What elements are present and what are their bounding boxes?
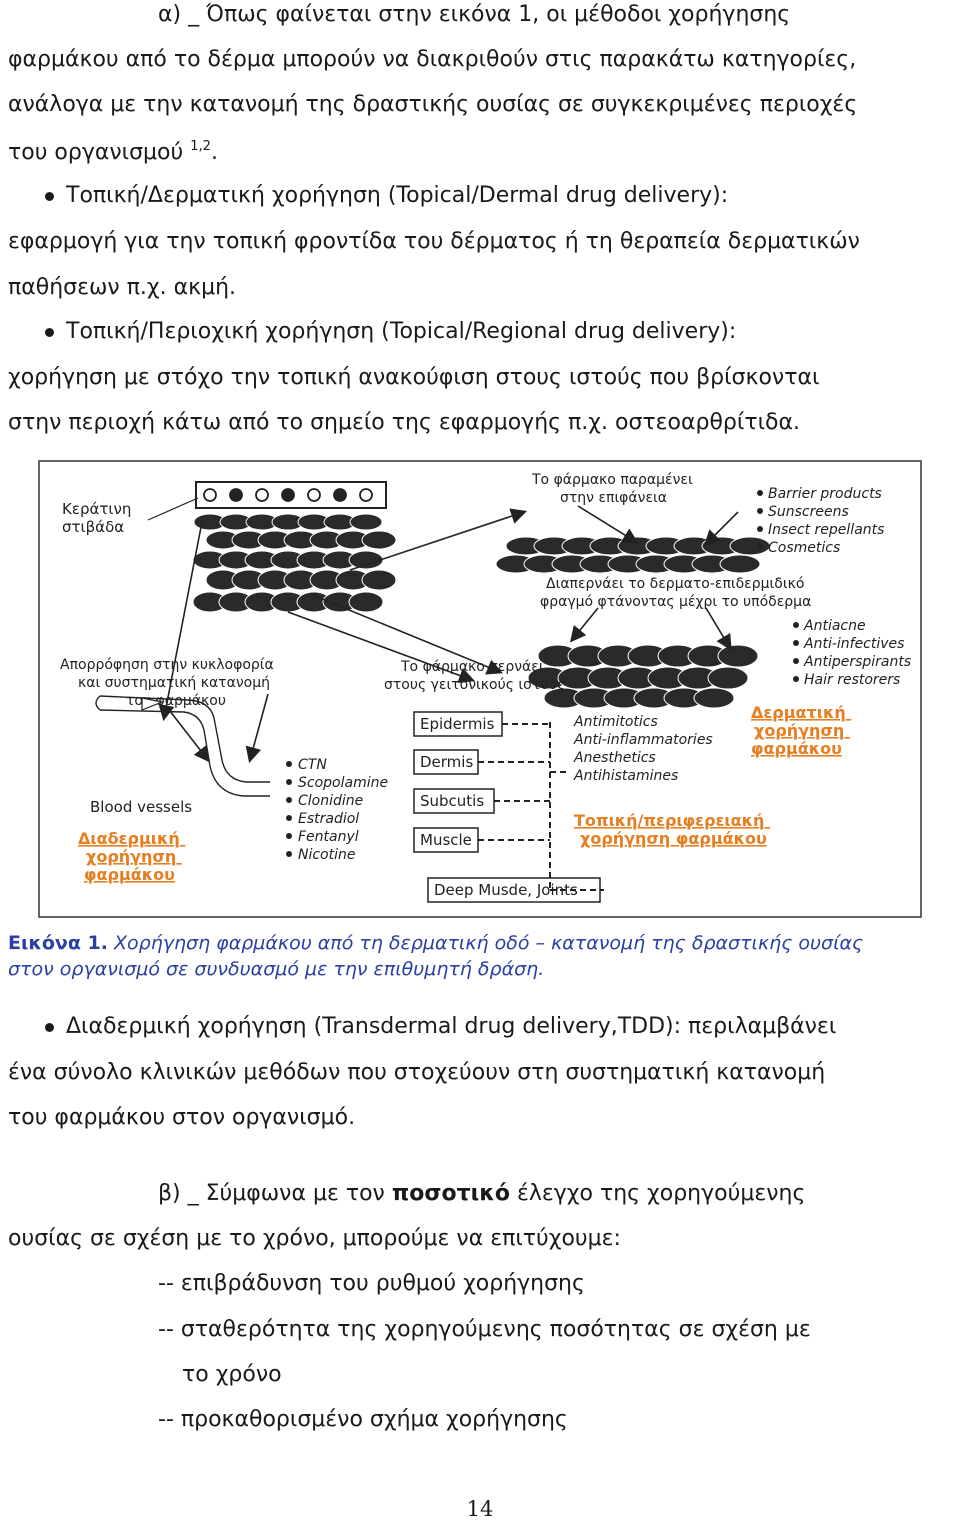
drug-particle (307, 488, 321, 502)
drug-particle (333, 488, 347, 502)
para-a-line3: ανάλογα με την κατανομή της δραστικής ου… (8, 92, 858, 117)
layer-deep-muscle: Deep Musde, Joints (427, 877, 601, 903)
surface-label: Το φάρμακο παραμένει στην επιφάνεια (531, 472, 697, 506)
stratum-label: Κεράτινη στιβάδα (62, 500, 136, 536)
dashed-connectors (478, 722, 604, 891)
bullet3-line2: ένα σύνολο κλινικών μεθόδων που στοχεύου… (8, 1060, 826, 1085)
bullet-markers-dermal (793, 622, 799, 682)
para-b-item2: -- σταθερότητα της χορηγούμενης ποσότητα… (158, 1317, 811, 1342)
bullet2-line1: Τοπική/Περιοχική χορήγηση (Topical/Regio… (66, 319, 737, 344)
figure-caption-label: Εικόνα 1. (8, 932, 108, 954)
regional-title: Τοπική/περιφερειακή χορήγηση φαρμάκου (574, 811, 770, 848)
para-b-item2-cont: το χρόνο (182, 1362, 282, 1387)
bullet1-line3: παθήσεων π.χ. ακμή. (8, 275, 237, 300)
layer-muscle: Muscle (413, 827, 479, 853)
dermal-title: Δερματική χορήγηση φαρμάκου (751, 703, 851, 758)
svg-text:Subcutis: Subcutis (420, 792, 484, 810)
para-b-intro: β) _ Σύμφωνα με τον (158, 1181, 385, 1206)
surface-products: Barrier products Sunscreens Insect repel… (768, 486, 889, 556)
para-b-line1: β) _ Σύμφωνα με τον ποσοτικό έλεγχο της … (158, 1183, 805, 1205)
layer-subcutis: Subcutis (413, 788, 495, 814)
para-a-line4-end: . (210, 140, 218, 165)
drug-particles (203, 488, 373, 502)
flow-arrows (158, 505, 739, 764)
systemic-products: CTN Scopolamine Clonidine Estradiol Fent… (298, 757, 393, 863)
para-b-bold: ποσοτικό (391, 1181, 510, 1206)
figure-caption-line2: στον οργανισμό σε συνδυασμό με την επιθυ… (8, 958, 545, 980)
para-b-line2: ουσίας σε σχέση με το χρόνο, μπορούμε να… (8, 1226, 621, 1251)
para-a-line4: του οργανισμού 1,2. (8, 140, 218, 164)
drug-particle (203, 488, 217, 502)
para-b-rest: έλεγχο της χορηγούμενης (516, 1181, 806, 1206)
skin-cell (361, 569, 397, 591)
skin-cell (361, 530, 397, 550)
svg-text:Muscle: Muscle (420, 831, 472, 849)
skin-cell (348, 550, 384, 570)
para-a-line1: α) _ Όπως φαίνεται στην εικόνα 1, οι μέθ… (158, 2, 791, 27)
neighbor-label: Το φάρμακο περνάει στους γειτονικούς ιστ… (384, 659, 565, 693)
skin-cell (349, 513, 383, 531)
layer-dermis: Dermis (413, 749, 479, 775)
bullet3-line1: Διαδερμική χορήγηση (Transdermal drug de… (66, 1014, 837, 1039)
drug-particle (255, 488, 269, 502)
bullet-dot (45, 1023, 54, 1032)
figure-caption-line1: Εικόνα 1. Χορήγηση φαρμάκου από τη δερμα… (8, 934, 863, 953)
page-number: 14 (466, 1497, 494, 1521)
skin-cell (693, 687, 735, 709)
skin-cell-layers (192, 513, 397, 613)
skin-drug-delivery-figure: Κεράτινη στιβάδα Το φάρμακο παραμένει στ… (38, 460, 922, 918)
bullet3-line3: του φαρμάκου στον οργανισμό. (8, 1105, 356, 1130)
para-a-line4-text: του οργανισμού (8, 140, 184, 165)
svg-text:Deep Musde, Joints: Deep Musde, Joints (434, 881, 578, 899)
penetrate-label: Διαπερνάει το δερματο-επιδερμιδικό φραγμ… (540, 576, 811, 610)
skin-cell (719, 554, 761, 574)
bullet-dot (45, 328, 54, 337)
drug-particle (359, 488, 373, 502)
para-b-item1: -- επιβράδυνση του ρυθμού χορήγησης (158, 1271, 585, 1296)
dermal-products: Antiacne Anti-infectives Antiperspirants… (803, 618, 916, 688)
bullet1-line1: Τοπική/Δερματική χορήγηση (Topical/Derma… (66, 183, 729, 208)
skin-cell (717, 644, 759, 668)
skin-cell (707, 666, 749, 690)
bullet2-line2: χορήγηση με στόχο την τοπική ανακούφιση … (8, 365, 820, 390)
figure-caption-text: Χορήγηση φαρμάκου από τη δερματική οδό –… (114, 932, 864, 954)
para-a-line2: φαρμάκου από το δέρμα μπορούν να διακριθ… (8, 47, 857, 72)
regional-products: Antimitotics Anti-inflammatories Anesthe… (573, 714, 717, 784)
skin-cell-layers-right (495, 536, 771, 709)
layer-epidermis: Epidermis (413, 711, 503, 737)
absorb-label: Απορρόφηση στην κυκλοφορία και συστηματι… (60, 657, 278, 709)
bullet-markers-systemic (286, 761, 292, 857)
bullet-markers-surface (757, 490, 763, 550)
absorb-pointer (141, 697, 165, 711)
para-b-item3: -- προκαθορισμένο σχήμα χορήγησης (158, 1407, 568, 1432)
transdermal-title: Διαδερμική χορήγηση φαρμάκου (78, 829, 185, 884)
reference-superscript: 1,2 (190, 139, 211, 154)
svg-text:Dermis: Dermis (420, 753, 473, 771)
bullet1-line2: εφαρμογή για την τοπική φροντίδα του δέρ… (8, 229, 860, 254)
svg-text:Epidermis: Epidermis (420, 715, 495, 733)
skin-cell (729, 536, 771, 556)
bullet2-line3: στην περιοχή κάτω από το σημείο της εφαρ… (8, 410, 800, 435)
drug-particle (281, 488, 295, 502)
blood-vessels-label: Blood vessels (90, 798, 192, 816)
bullet-dot (45, 192, 54, 201)
stratum-corneum-grid (195, 481, 387, 509)
skin-cell (348, 591, 384, 613)
drug-particle (229, 488, 243, 502)
